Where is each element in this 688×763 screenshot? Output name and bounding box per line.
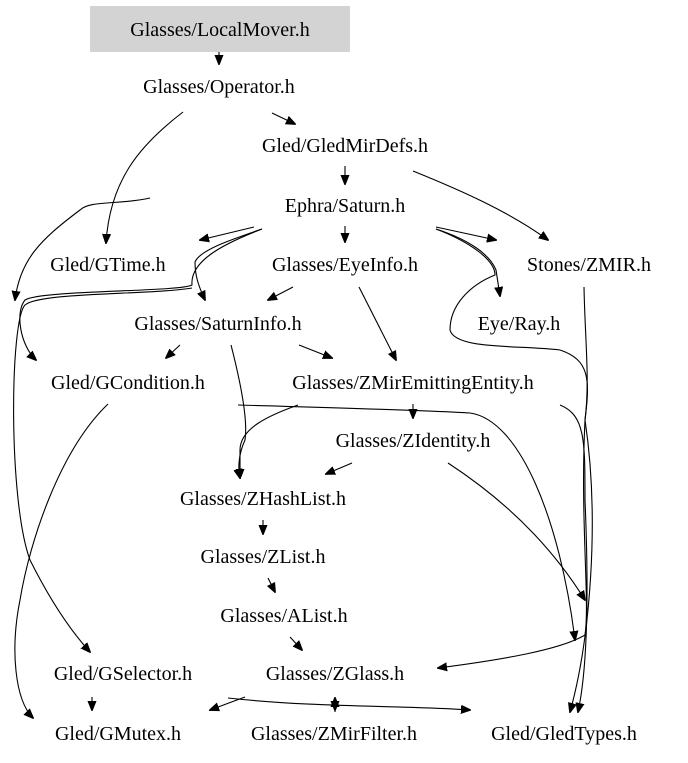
node-zmir-emitting-entity[interactable]: Glasses/ZMirEmittingEntity.h [292, 372, 533, 394]
node-zidentity[interactable]: Glasses/ZIdentity.h [336, 430, 491, 452]
edge-saturn-to-gledtypes [435, 228, 593, 712]
edge-saturn-to-gtime [200, 226, 255, 240]
edge-eyeinfo-to-saturninfo [268, 286, 294, 300]
edge-operator-to-zglass [15, 197, 151, 300]
edge-saturn-to-ray [435, 228, 500, 296]
edge-saturn-to-gcondition [19, 228, 263, 360]
edges-layer [14, 52, 593, 718]
edge-zidentity-to-gledtypes [447, 462, 585, 600]
edge-saturn-to-zmir [435, 226, 496, 240]
node-local-mover[interactable]: Glasses/LocalMover.h [130, 19, 309, 41]
node-ray[interactable]: Eye/Ray.h [478, 313, 561, 335]
node-gled-types[interactable]: Gled/GledTypes.h [491, 723, 637, 745]
nodes-layer: Glasses/LocalMover.hGlasses/Operator.hGl… [50, 6, 651, 745]
node-gtime[interactable]: Gled/GTime.h [50, 254, 165, 276]
edge-alist-to-zglass [289, 636, 302, 650]
edge-gcondition-to-gmutex [14, 403, 109, 718]
edge-gcondition-to-gledtypes [237, 404, 575, 640]
edge-operator-to-gledmirdefs [271, 112, 295, 124]
node-alist[interactable]: Glasses/AList.h [220, 605, 347, 627]
node-zmir-filter[interactable]: Glasses/ZMirFilter.h [251, 723, 417, 745]
edge-saturn-to-gselector [13, 287, 193, 652]
node-zhash-list[interactable]: Glasses/ZHashList.h [180, 488, 346, 510]
node-operator[interactable]: Glasses/Operator.h [143, 76, 295, 98]
node-zmir[interactable]: Stones/ZMIR.h [527, 254, 651, 276]
edge-zmir-to-zglass [438, 286, 588, 668]
node-eye-info[interactable]: Glasses/EyeInfo.h [272, 254, 418, 276]
node-zlist[interactable]: Glasses/ZList.h [201, 546, 326, 568]
edge-gledmirdefs-to-zmir [412, 170, 548, 240]
edge-zidentity-to-zhashlist [326, 462, 353, 474]
node-saturn[interactable]: Ephra/Saturn.h [285, 195, 406, 217]
edge-saturninfo-to-gcondition [166, 344, 181, 358]
node-gcondition[interactable]: Gled/GCondition.h [51, 372, 205, 394]
edge-zlist-to-alist [268, 577, 275, 592]
edge-saturn-to-saturninfo [194, 228, 263, 300]
node-gselector[interactable]: Gled/GSelector.h [54, 663, 192, 685]
edge-operator-to-gtime [106, 111, 184, 243]
edge-ray-to-gledtypes [559, 404, 588, 712]
edge-zmiremittingentity-to-zhashlist [240, 404, 299, 478]
node-gmutex[interactable]: Gled/GMutex.h [55, 723, 181, 745]
edge-saturninfo-to-zmiremittingentity [298, 344, 332, 358]
node-saturn-info[interactable]: Glasses/SaturnInfo.h [134, 313, 301, 335]
node-zglass[interactable]: Glasses/ZGlass.h [266, 663, 404, 685]
root-node-highlight [90, 6, 350, 52]
edge-eyeinfo-to-zmiremittingentity [358, 286, 396, 360]
node-gled-mir-defs[interactable]: Gled/GledMirDefs.h [262, 135, 428, 157]
edge-zglass-to-gledtypes [227, 697, 470, 710]
edge-saturninfo-to-zhashlist [230, 344, 247, 478]
